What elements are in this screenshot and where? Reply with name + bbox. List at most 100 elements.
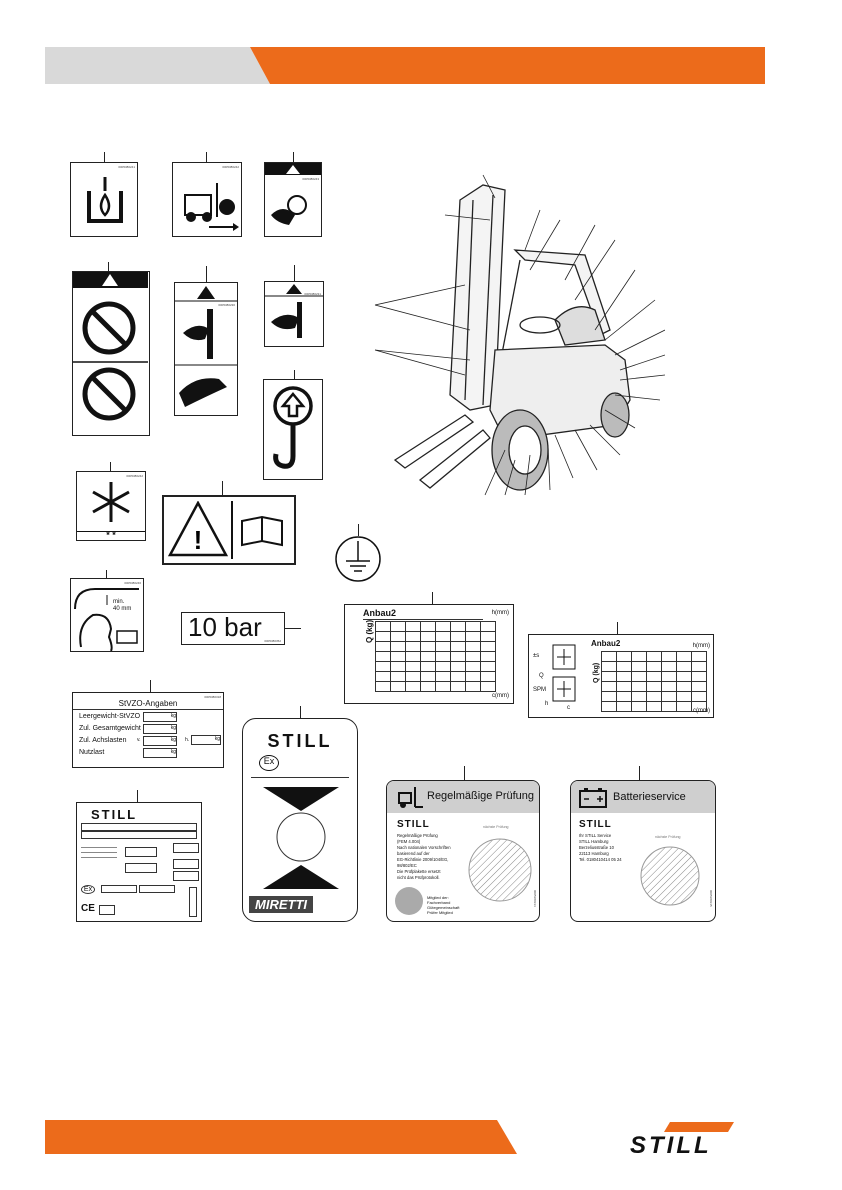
label-code: 0005380230 bbox=[218, 303, 235, 307]
cold-storage-label: 0005380242 * * bbox=[76, 471, 146, 541]
ce-mark: CE bbox=[81, 903, 95, 914]
anbau-c: c(mm) bbox=[492, 693, 509, 699]
stvzo-unit: kg bbox=[143, 712, 177, 722]
ex-mark: Ex bbox=[259, 755, 279, 771]
label-code: 0005380242 bbox=[222, 165, 239, 169]
stvzo-row-label: Leergewicht-StVZO bbox=[79, 713, 141, 720]
member-logo bbox=[395, 887, 423, 915]
stvzo-v: v. bbox=[137, 737, 141, 743]
svg-text:!: ! bbox=[194, 525, 203, 555]
footer-bar bbox=[45, 1120, 517, 1154]
anbau-c: c(mm) bbox=[693, 708, 710, 714]
brand-logo: STILL bbox=[397, 819, 430, 830]
stvzo-unit: kg bbox=[143, 748, 177, 758]
member-line: Gütegemeinschaft bbox=[427, 905, 460, 910]
label-code: 0005380241 bbox=[118, 165, 135, 169]
warning-hands-label: 0005380243 bbox=[264, 162, 322, 237]
battery-service-label: Batterieservice STILL Ihr STILL Service … bbox=[570, 780, 716, 922]
inspection-line: Regelmäßige Prüfung bbox=[397, 833, 438, 838]
label-code: 0005380242 bbox=[126, 474, 143, 478]
battery-line: 22113 Hamburg bbox=[579, 851, 609, 856]
label-code: 0005380334 bbox=[533, 890, 537, 907]
forklift-illustration bbox=[374, 174, 665, 496]
hand-warning-label: 0005380231 bbox=[264, 281, 324, 347]
anbau-qq: Q bbox=[539, 673, 544, 679]
operator-head-icon bbox=[74, 588, 139, 651]
stamp-caption: nächste Prüfung bbox=[483, 825, 509, 829]
fluid-drop-icon bbox=[87, 177, 123, 223]
book-icon bbox=[99, 905, 115, 915]
no-riding-label bbox=[72, 271, 150, 436]
ground-icon bbox=[335, 536, 381, 582]
anbau-cc: c bbox=[567, 705, 570, 711]
stvzo-row-label: Zul. Achslasten bbox=[79, 737, 127, 744]
anbau-grid bbox=[601, 651, 707, 712]
label-code: 0005380243 bbox=[302, 177, 319, 181]
cold-stars: * * bbox=[106, 530, 116, 540]
stvzo-row-label: Nutzlast bbox=[79, 749, 105, 756]
stvzo-unit: kg bbox=[143, 736, 177, 746]
anbau-title: Anbau2 bbox=[363, 608, 397, 618]
inspection-line: Die Prüfplakette ersetzt bbox=[397, 869, 441, 874]
battery-line: Tel. 0180410414 05 24 bbox=[579, 857, 622, 862]
crane-hook-label bbox=[263, 379, 323, 480]
hand-crush-icon bbox=[175, 283, 237, 407]
inspection-line: EG-Richtlinie 2009/104/EG, bbox=[397, 857, 449, 862]
stvzo-h: h. bbox=[185, 737, 190, 743]
prohibition-icon bbox=[73, 272, 148, 421]
headroom-mm: 40 mm bbox=[113, 606, 132, 612]
anbau-grid bbox=[375, 621, 496, 692]
member-line: Mitglied der: bbox=[427, 895, 449, 900]
stvzo-unit-h: kg bbox=[191, 735, 221, 745]
headroom-label: 0005380246 min. 40 mm bbox=[70, 578, 144, 652]
pressure-value: 10 bar bbox=[188, 612, 262, 642]
anbau-q: Q (kg) bbox=[365, 619, 374, 643]
snowflake-icon bbox=[92, 482, 130, 522]
anbau-title: Anbau2 bbox=[591, 639, 621, 648]
forklift-icon bbox=[398, 787, 423, 808]
header-bar bbox=[45, 47, 765, 84]
stvzo-unit: kg bbox=[143, 724, 177, 734]
still-logo: STILL bbox=[630, 1122, 765, 1159]
warning-icon bbox=[265, 163, 321, 225]
inspection-stamp-circle bbox=[468, 838, 532, 902]
type-plate: STILL Ex CE bbox=[76, 802, 202, 922]
battery-title: Batterieservice bbox=[613, 791, 686, 803]
anbau-hh: h bbox=[545, 701, 549, 707]
anbau-q: Q (kg) bbox=[593, 662, 600, 683]
inspection-line: (FEM 4.004) bbox=[397, 839, 421, 844]
read-manual-label: ! bbox=[162, 495, 296, 565]
stvzo-label: 0005380318 StVZO-Angaben Leergewicht-StV… bbox=[72, 692, 224, 768]
anbau-label-a: Anbau2 h(mm) Q (kg) c(mm) bbox=[344, 604, 514, 704]
logo-text: STILL bbox=[630, 1132, 712, 1159]
label-code: 0005380315 bbox=[709, 890, 713, 907]
stvzo-title: StVZO-Angaben bbox=[118, 699, 178, 708]
member-line: Fachverband bbox=[427, 900, 451, 905]
battery-line: STILL Hamburg bbox=[579, 839, 609, 844]
refuel-label: 0005380241 bbox=[70, 162, 138, 237]
battery-icon bbox=[579, 788, 607, 808]
inspection-line: Nach nationalen Vorschriften bbox=[397, 845, 451, 850]
anbau-s: ±s bbox=[533, 653, 540, 659]
inspection-line: 98/802/EC bbox=[397, 863, 417, 868]
crush-hazard-label: 0005380230 bbox=[174, 282, 238, 416]
pressure-label: 10 bar 0005380352 bbox=[181, 612, 285, 645]
label-code: 0005380246 bbox=[124, 581, 141, 585]
battery-line: Berzeliusstraße 10 bbox=[579, 845, 614, 850]
label-code: 0005380352 bbox=[264, 639, 281, 643]
anbau-h: h(mm) bbox=[692, 643, 710, 649]
anbau-spm: SPM bbox=[533, 687, 547, 693]
forklift-transport-label: 0005380242 bbox=[172, 162, 242, 237]
member-line: Prüfer Mitglied bbox=[427, 910, 453, 915]
manual-warning-icon: ! bbox=[168, 501, 283, 559]
ex-protection-label: STILL Ex MIRETTI bbox=[242, 718, 358, 922]
brand-logo: STILL bbox=[579, 819, 612, 830]
hand-icon bbox=[265, 284, 323, 338]
ex-seal-icon bbox=[263, 787, 339, 889]
brand-logo: STILL bbox=[91, 807, 138, 822]
ex-mark: Ex bbox=[81, 885, 95, 894]
anbau-h: h(mm) bbox=[491, 610, 509, 616]
inspection-title: Regelmäßige Prüfung bbox=[427, 790, 535, 802]
stamp-caption: nächste Prüfung bbox=[655, 835, 681, 839]
forklift-icon bbox=[184, 183, 239, 231]
